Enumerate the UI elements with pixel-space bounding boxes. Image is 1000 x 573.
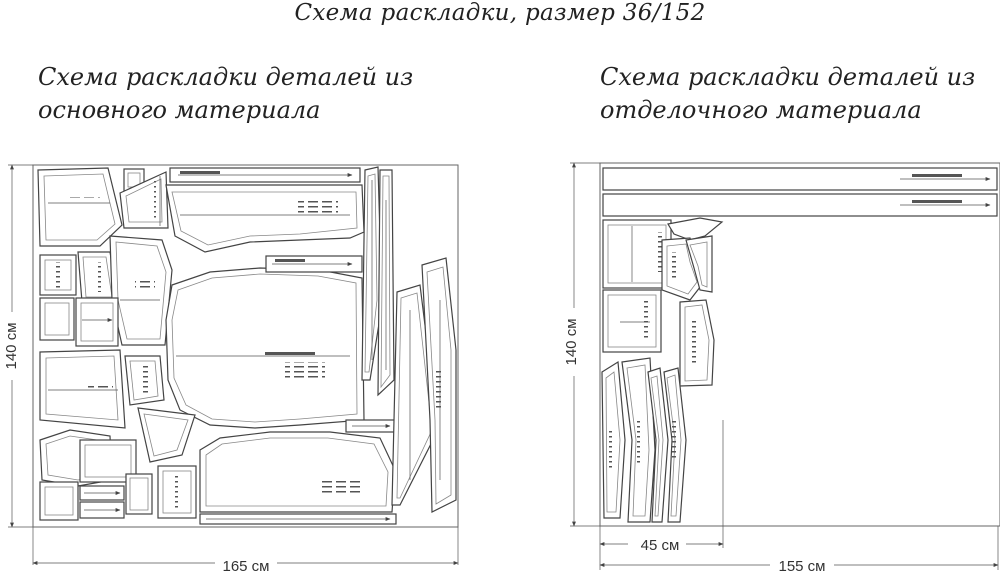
pattern-piece — [361, 166, 383, 381]
pattern-piece — [37, 167, 123, 247]
pattern-piece — [602, 219, 672, 289]
pattern-piece — [602, 289, 662, 353]
pattern-piece — [39, 254, 77, 296]
pattern-piece — [169, 167, 361, 183]
pattern-piece — [165, 184, 365, 253]
pattern-piece — [602, 167, 998, 191]
pattern-piece — [39, 481, 79, 521]
pattern-piece — [421, 257, 457, 513]
pattern-piece — [75, 297, 119, 347]
main-material-layout — [2, 164, 459, 573]
page-title: Схема раскладки, размер 36/152 — [294, 0, 706, 26]
pattern-piece — [39, 349, 126, 429]
pattern-piece — [265, 255, 363, 273]
main-material-heading: Схема раскладки деталей из основного мат… — [38, 61, 458, 127]
pattern-piece — [79, 485, 125, 519]
pattern-piece — [157, 465, 197, 519]
pattern-piece — [124, 355, 165, 406]
pattern-piece — [685, 235, 713, 293]
pattern-piece — [621, 357, 656, 523]
pattern-piece — [345, 419, 397, 433]
trim-material-heading: Схема раскладки деталей из отделочного м… — [600, 61, 1000, 127]
main-height-label: 140 см — [3, 322, 20, 369]
main-material-heading-line2: основного материала — [38, 96, 321, 124]
trim-material-heading-line2: отделочного материала — [600, 96, 922, 124]
pattern-piece — [119, 171, 169, 229]
pattern-piece — [199, 513, 397, 525]
trim-width-label: 155 см — [778, 558, 825, 573]
pattern-piece — [647, 367, 669, 523]
pattern-piece — [377, 169, 395, 397]
pattern-piece — [109, 235, 173, 346]
trim-part-width-label: 45 см — [641, 537, 680, 554]
pattern-piece — [679, 299, 715, 387]
pattern-piece — [137, 407, 196, 463]
trim-material-heading-line1: Схема раскладки деталей из — [600, 63, 976, 91]
main-material-heading-line1: Схема раскладки деталей из — [38, 63, 414, 91]
pattern-piece — [165, 267, 365, 429]
pattern-piece — [602, 193, 998, 217]
main-width-label: 165 см — [222, 558, 269, 573]
pattern-piece — [663, 367, 687, 523]
pattern-piece — [667, 217, 724, 241]
trim-material-layout — [563, 162, 1000, 573]
pattern-piece — [125, 473, 153, 515]
trim-height-label: 140 см — [563, 318, 580, 365]
pattern-piece — [601, 360, 626, 519]
pattern-piece — [39, 297, 75, 341]
pattern-piece — [199, 431, 396, 513]
